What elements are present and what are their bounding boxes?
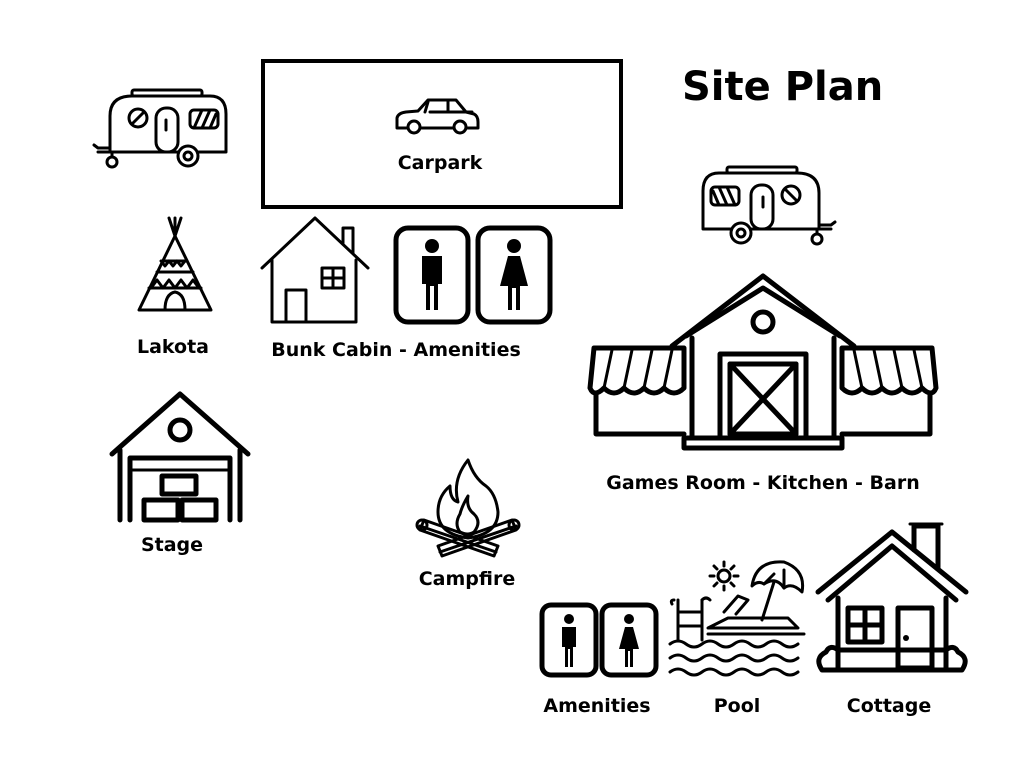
cottage-icon	[815, 522, 969, 673]
sun-icon	[708, 560, 740, 592]
caravan-icon	[92, 88, 228, 169]
amenities-label: Amenities	[543, 695, 651, 717]
male-toilet-icon	[539, 602, 599, 678]
stage-label: Stage	[140, 534, 204, 556]
female-toilet-icon	[475, 225, 553, 325]
male-toilet-icon	[393, 225, 471, 325]
female-toilet-icon	[599, 602, 659, 678]
pool-label: Pool	[713, 695, 761, 717]
caravan-icon	[701, 165, 837, 246]
games-room-label: Games Room - Kitchen - Barn	[606, 472, 920, 494]
pool-icon	[668, 560, 806, 677]
garage-icon	[109, 391, 251, 523]
page-title: Site Plan	[682, 64, 884, 110]
campfire-icon	[415, 458, 521, 558]
cottage-label: Cottage	[846, 695, 932, 717]
teepee-icon	[137, 216, 213, 312]
carpark-area	[261, 59, 623, 209]
lakota-label: Lakota	[136, 336, 210, 358]
market-stall-icon	[587, 345, 687, 437]
umbrella-icon	[750, 560, 805, 622]
market-stall-icon	[839, 345, 939, 437]
barn-icon	[669, 273, 857, 451]
campfire-label: Campfire	[418, 568, 516, 590]
house-icon	[260, 216, 370, 324]
bunk-cabin-label: Bunk Cabin - Amenities	[271, 339, 521, 361]
car-icon	[395, 98, 480, 135]
carpark-label: Carpark	[397, 152, 483, 174]
